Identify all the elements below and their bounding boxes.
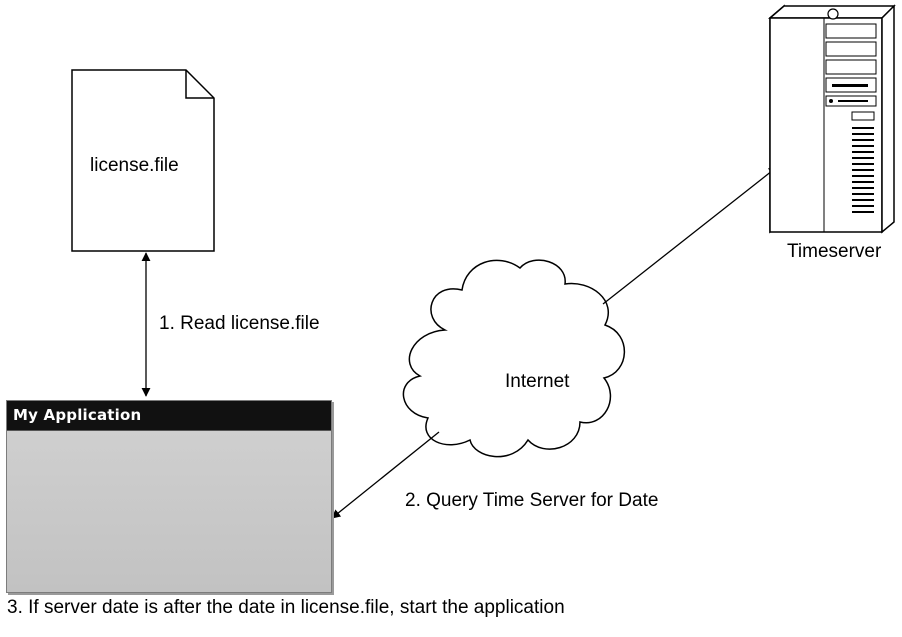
- cloud-icon: [402, 259, 626, 458]
- application-window: My Application: [6, 400, 332, 593]
- timeserver-label: Timeserver: [787, 241, 882, 262]
- step-start-label: 3. If server date is after the date in l…: [7, 597, 565, 618]
- step-query-label: 2. Query Time Server for Date: [405, 490, 659, 511]
- file-name-label: license.file: [90, 155, 179, 176]
- server-icon: [767, 4, 896, 234]
- application-title: My Application: [7, 401, 331, 431]
- application-body: [7, 431, 331, 592]
- document-icon: [71, 69, 215, 252]
- query-arrow: [331, 431, 440, 519]
- internet-label: Internet: [505, 371, 570, 392]
- step-read-label: 1. Read license.file: [159, 313, 320, 334]
- internet-to-server-arrow: [602, 166, 778, 305]
